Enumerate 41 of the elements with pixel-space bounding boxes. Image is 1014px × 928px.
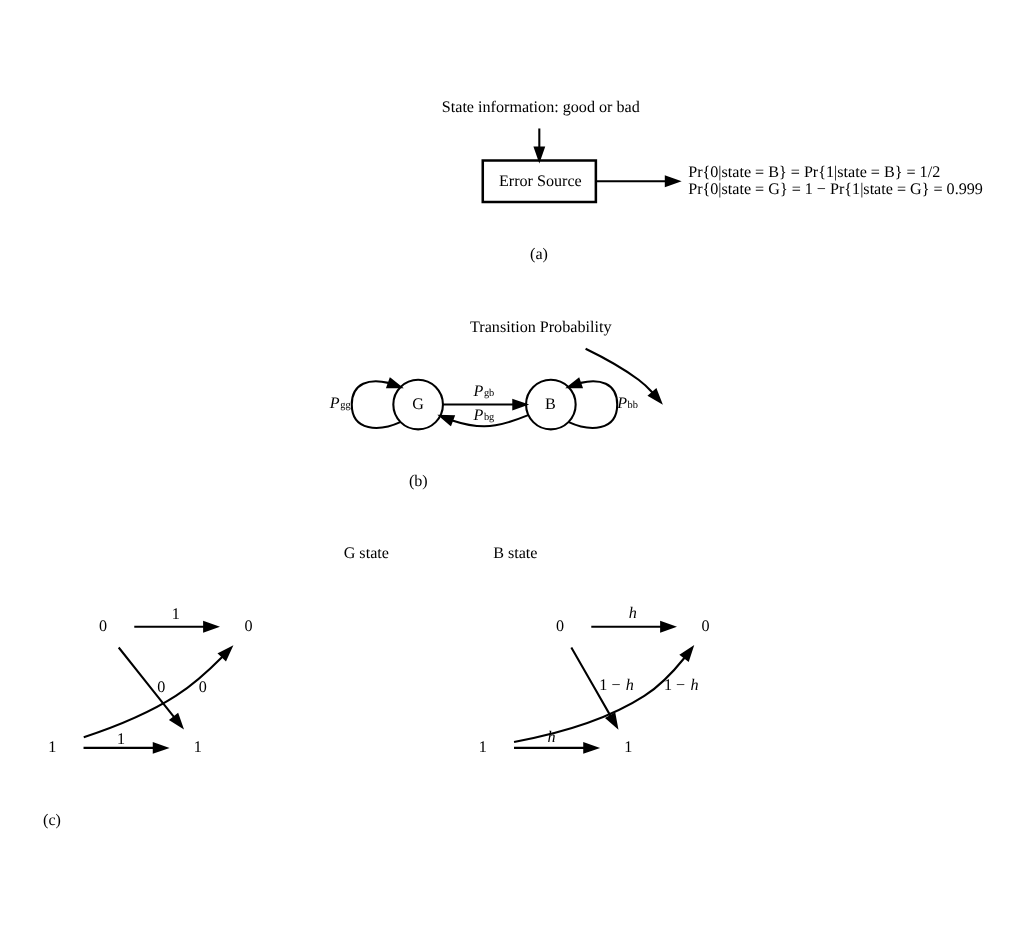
node-text: 0 (556, 617, 565, 635)
arrow (350, 377, 404, 429)
arrow (443, 398, 530, 411)
arrow (437, 414, 529, 428)
label: G state (343, 544, 389, 563)
node-text: Pr{0|state = B} = Pr{1|state = B} = 1/2 Pr{0|state = G} = 1 − Pr{1|state = G} = 0.999 (688, 162, 983, 199)
arrow (83, 645, 234, 739)
arrow (570, 647, 619, 730)
node-text: 0 (244, 617, 253, 635)
arrow (513, 645, 695, 744)
arrow (585, 347, 663, 405)
node-circle: B (525, 378, 577, 431)
edge-label: 1 − h (599, 676, 634, 695)
node-text: 1 (48, 738, 57, 757)
arrow (514, 742, 601, 754)
arrow (596, 175, 682, 188)
node-circle: G (392, 378, 444, 431)
node-text: 1 (193, 738, 202, 757)
label: B state (493, 544, 538, 563)
node-text: 1 (478, 738, 487, 757)
node-text: 0 (99, 617, 108, 635)
edge-label: 1 (171, 604, 180, 623)
node-text: State information: good or bad (441, 97, 640, 116)
arrow (134, 620, 220, 633)
node-box: Error Source (481, 159, 598, 204)
edge-label: 0 (198, 677, 207, 696)
arrow (565, 377, 619, 429)
node-text: 1 (624, 738, 633, 757)
label: (b) (408, 471, 428, 490)
arrow (83, 742, 170, 754)
arrow (117, 646, 185, 730)
arrow (533, 128, 546, 164)
edge-label: h (628, 603, 637, 622)
label: (c) (43, 810, 61, 829)
edge-label: 1 − h (663, 676, 699, 695)
arrow (591, 620, 677, 633)
edge-label: 0 (157, 677, 166, 696)
node-text: Transition Probability (470, 318, 612, 337)
label: (a) (530, 245, 548, 264)
node-text: 0 (701, 617, 710, 635)
edge-label: 1 (117, 729, 126, 748)
